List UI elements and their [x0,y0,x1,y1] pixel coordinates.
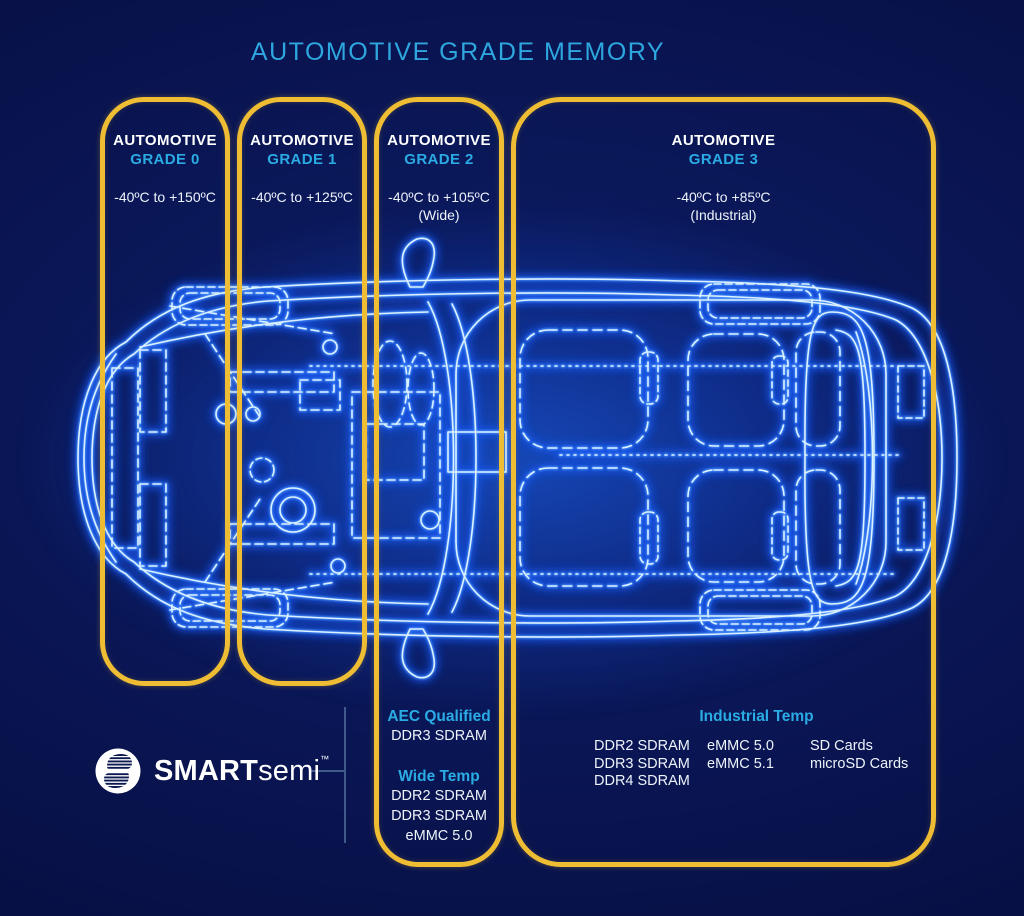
grade2-grade: GRADE 2 [404,151,474,168]
memory-item: eMMC 5.0 [405,828,473,844]
industrial-temp-heading: Industrial Temp [699,708,814,725]
sd-card-column: SD Cards microSD Cards [810,738,908,791]
grade2-header: AUTOMOTIVE GRADE 2 -40ºC to +105ºC (Wide… [379,132,499,223]
grade1-header: AUTOMOTIVE GRADE 1 -40ºC to +125ºC [242,132,362,205]
grade2-temp-note: (Wide) [418,207,460,223]
grade3-grade: GRADE 3 [688,151,759,168]
smartsemi-wordmark: SMARTsemi™ [154,754,329,788]
memory-item: DDR3 SDRAM [391,728,487,744]
grade1-grade: GRADE 1 [267,151,337,168]
grade0-temp-range: -40ºC to +150ºC [114,189,216,205]
memory-item: DDR3 SDRAM [594,755,690,772]
wordmark-bold: SMART [154,755,259,787]
memory-item: SD Cards [810,738,873,754]
wordmark-regular: semi [258,755,321,787]
grade0-header: AUTOMOTIVE GRADE 0 -40ºC to +150ºC [105,132,225,205]
memory-item: DDR2 SDRAM [391,788,487,804]
grade3-box: AUTOMOTIVE GRADE 3 -40ºC to +85ºC (Indus… [511,97,936,867]
grade2-label: AUTOMOTIVE [387,132,491,149]
memory-item: eMMC 5.0 [707,738,774,754]
grade3-temp-range: -40ºC to +85ºC [676,189,771,205]
page-title: AUTOMOTIVE GRADE MEMORY [250,38,666,66]
emmc-column: eMMC 5.0 eMMC 5.1 [707,738,802,791]
grade0-grade: GRADE 0 [130,151,200,168]
grade1-box: AUTOMOTIVE GRADE 1 -40ºC to +125ºC [237,97,367,686]
wide-temp-section: Wide Temp DDR2 SDRAM DDR3 SDRAM eMMC 5.0 [379,768,499,846]
memory-item: eMMC 5.1 [707,755,774,772]
grade2-box: AUTOMOTIVE GRADE 2 -40ºC to +105ºC (Wide… [374,97,504,867]
grade1-label: AUTOMOTIVE [250,132,354,149]
logo-connector-bracket [344,707,346,843]
memory-item: DDR3 SDRAM [391,808,487,824]
aec-qualified-section: AEC Qualified DDR3 SDRAM [379,708,499,746]
grade3-memory-list: Industrial Temp DDR2 SDRAM DDR3 SDRAM DD… [594,708,919,791]
grade2-memory-list: AEC Qualified DDR3 SDRAM Wide Temp DDR2 … [379,708,499,846]
memory-item: DDR4 SDRAM [594,773,690,789]
smartsemi-logo-icon [95,748,141,794]
grade0-label: AUTOMOTIVE [113,132,217,149]
aec-qualified-heading: AEC Qualified [387,708,491,725]
trademark-symbol: ™ [320,754,330,764]
wide-temp-heading: Wide Temp [398,768,480,785]
sdram-column: DDR2 SDRAM DDR3 SDRAM DDR4 SDRAM [594,738,699,791]
grade3-label: AUTOMOTIVE [671,132,776,149]
grade3-header: AUTOMOTIVE GRADE 3 -40ºC to +85ºC (Indus… [516,132,931,223]
memory-item: DDR2 SDRAM [594,738,690,754]
industrial-temp-columns: DDR2 SDRAM DDR3 SDRAM DDR4 SDRAM eMMC 5.… [594,738,919,791]
grade1-temp-range: -40ºC to +125ºC [251,189,353,205]
grade0-box: AUTOMOTIVE GRADE 0 -40ºC to +150ºC [100,97,230,686]
smartsemi-logo: SMARTsemi™ [95,748,329,794]
logo-connector-line [310,770,345,772]
memory-item: microSD Cards [810,755,909,772]
grade3-temp-note: (Industrial) [690,207,757,223]
grade2-temp-range: -40ºC to +105ºC [388,189,490,205]
